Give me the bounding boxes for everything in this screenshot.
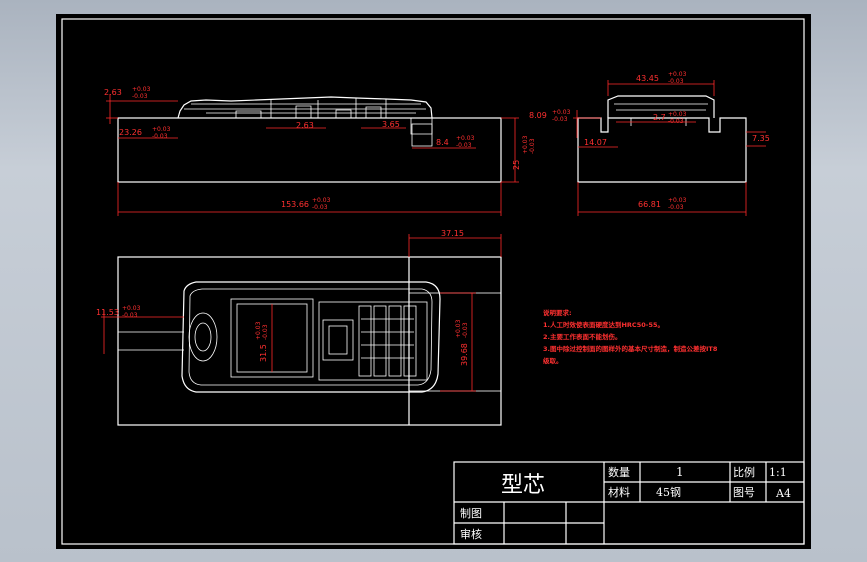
front-dimensions: 2.63 +0.03 -0.03 23.26 +0.03 -0.03 2.63 … [104,86,536,216]
svg-text:+0.03: +0.03 [152,126,171,133]
svg-text:+0.03: +0.03 [668,197,687,204]
svg-text:-0.03: -0.03 [152,133,168,140]
plan-core-inner [188,288,433,386]
svg-text:-0.03: -0.03 [262,324,269,340]
svg-text:-0.03: -0.03 [529,138,536,154]
technical-notes: 说明要求: 1.人工时效使表面硬度达到HRC50-55。 2.主要工作表面不能划… [542,308,718,365]
notes-line-2: 2.主要工作表面不能划伤。 [543,332,622,341]
svg-text:-0.03: -0.03 [122,312,138,319]
front-core-profile [177,96,433,119]
svg-text:-0.03: -0.03 [462,322,469,338]
notes-heading: 说明要求: [543,308,572,317]
side-core-detail [614,103,708,126]
front-base-block [117,117,502,183]
plan-screen-area [230,298,314,378]
plan-core-outline [181,281,441,393]
svg-text:-0.03: -0.03 [552,116,568,123]
side-dimensions: 43.45 +0.03 -0.03 8.09 +0.03 -0.03 2.7 +… [529,71,770,216]
dim-31-5: 31.5 [259,344,268,362]
dim-2-63: 2.63 [104,88,122,97]
material-label: 材料 [608,485,630,499]
svg-text:-0.03: -0.03 [312,204,328,211]
svg-text:-0.03: -0.03 [132,93,148,100]
drawn-label: 制图 [460,507,482,520]
dim-11-53: 11.53 [96,308,119,317]
svg-text:+0.03: +0.03 [255,321,262,340]
svg-text:+0.03: +0.03 [668,71,687,78]
drawing-no-value: A4 [775,487,791,500]
plan-keypad-area [318,301,428,381]
qty-label: 数量 [608,466,630,479]
side-base-block [577,117,747,183]
qty-value: 1 [676,465,684,479]
svg-text:+0.03: +0.03 [456,135,475,142]
svg-text:+0.03: +0.03 [132,86,151,93]
notes-line-3b: 级取。 [542,356,563,365]
drawing-border [61,18,805,545]
svg-text:-0.03: -0.03 [668,78,684,85]
part-name: 型芯 [501,473,545,498]
front-insert [411,123,433,147]
dim-2-7: 2.7 [653,113,666,122]
svg-text:+0.03: +0.03 [668,111,687,118]
dim-23-26: 23.26 [119,128,142,137]
notes-line-1: 1.人工时效使表面硬度达到HRC50-55。 [543,320,664,329]
dim-37-15: 37.15 [441,229,464,238]
dim-7-35: 7.35 [752,134,770,143]
dim-14-07: 14.07 [584,138,607,147]
dim-8-09: 8.09 [529,111,547,120]
side-core-profile [607,95,715,118]
cad-drawing: 2.63 +0.03 -0.03 23.26 +0.03 -0.03 2.63 … [61,18,805,545]
front-core-steps [235,105,433,135]
dim-25: 25 [512,160,521,170]
notes-line-3a: 3.图中除过控制面的图样外的基本尺寸制造，制造公差按IT8 [543,344,718,353]
svg-text:-0.03: -0.03 [456,142,472,149]
dim-153-66: 153.66 [281,200,309,209]
drawing-sheet: 2.63 +0.03 -0.03 23.26 +0.03 -0.03 2.63 … [56,14,811,549]
scale-value: 1:1 [769,466,787,479]
drawing-no-label: 图号 [733,486,755,499]
scale-label: 比例 [733,465,755,479]
svg-text:+0.03: +0.03 [552,109,571,116]
dim-39-68: 39.68 [460,343,469,366]
front-view [117,96,502,183]
dim-66-81: 66.81 [638,200,661,209]
dim-3-65: 3.65 [382,120,400,129]
svg-text:+0.03: +0.03 [312,197,331,204]
checked-label: 审核 [460,527,482,541]
svg-text:+0.03: +0.03 [455,319,462,338]
dim-2-63b: 2.63 [296,121,314,130]
dim-43-45: 43.45 [636,74,659,83]
plan-view [117,256,502,426]
dim-8-4: 8.4 [436,138,449,147]
svg-text:-0.03: -0.03 [668,118,684,125]
svg-text:+0.03: +0.03 [522,135,529,154]
plan-dimensions: 37.15 11.53 +0.03 -0.03 31.5 +0.03 -0.03… [96,229,502,392]
title-block: 型芯 数量 1 比例 1:1 材料 45钢 图号 A4 制图 审核 [453,461,805,545]
svg-text:+0.03: +0.03 [122,305,141,312]
material-value: 45钢 [656,486,681,499]
svg-text:-0.03: -0.03 [668,204,684,211]
